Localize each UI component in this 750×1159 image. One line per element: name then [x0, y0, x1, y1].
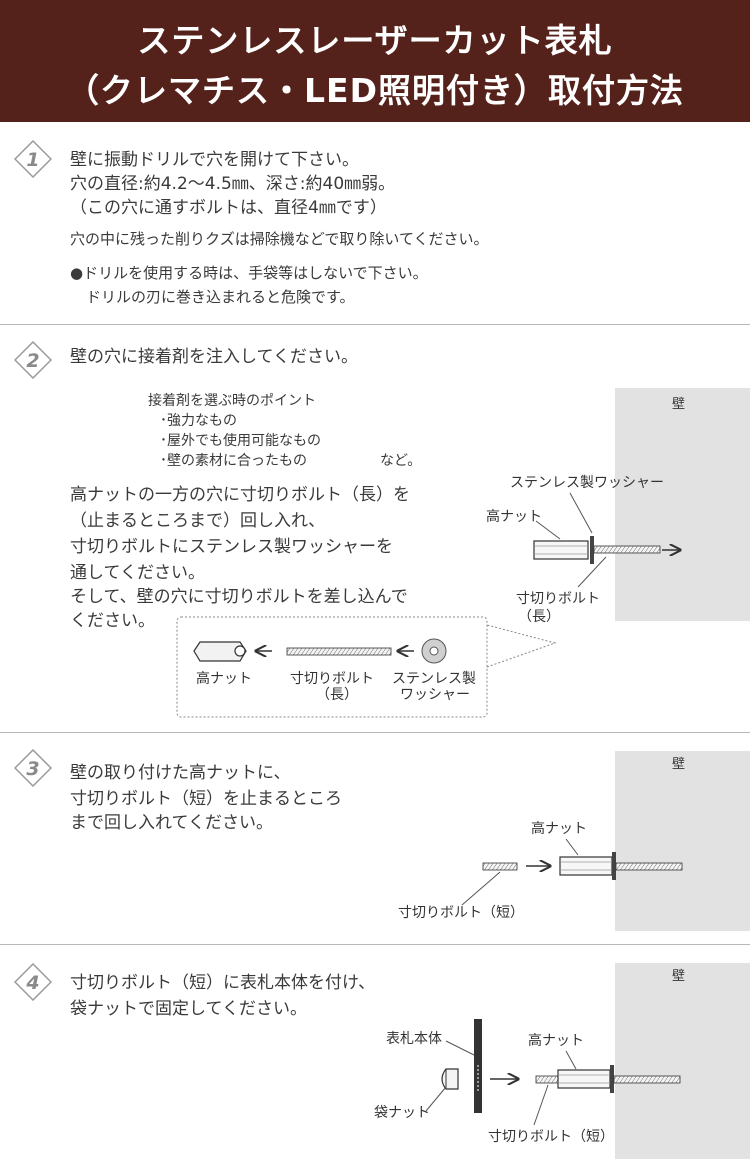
step2-body-3: 寸切りボルトにステンレス製ワッシャーを	[70, 537, 393, 557]
step3-line-3: まで回し入れてください。	[70, 813, 273, 833]
step3-assembly-diagram	[461, 838, 683, 906]
step1-note: 穴の中に残った削りクズは掃除機などで取り除いてください。	[70, 230, 489, 248]
svg-text:4: 4	[25, 972, 39, 994]
page-title-line1: ステンレスレーザーカット表札	[137, 21, 613, 60]
diagram-cap-nut-label: 袋ナット	[374, 1105, 430, 1121]
short-bolt-shape	[535, 1075, 561, 1084]
adhesive-points-title: 接着剤を選ぶ時のポイント	[148, 393, 316, 409]
step4-line-1: 寸切りボルト（短）に表札本体を付け、	[70, 973, 376, 993]
svg-text:3: 3	[26, 758, 39, 780]
washer-shape	[612, 852, 616, 880]
short-bolt-shape	[482, 862, 518, 871]
parts-bolt-shape	[286, 647, 392, 656]
page-header: ステンレスレーザーカット表札 （クレマチス・LED照明付き）取付方法	[0, 0, 750, 122]
parts-nut-label: 高ナット	[196, 671, 252, 687]
diagram-nut-label: 高ナット	[486, 509, 542, 525]
step1-line-1: 壁に振動ドリルで穴を開けて下さい。	[70, 150, 359, 170]
wall-label: 壁	[672, 969, 686, 984]
step2-assembly-diagram	[176, 492, 750, 718]
step-badge-diamond-icon: 2	[14, 341, 52, 379]
diagram-nut-label: 高ナット	[528, 1033, 584, 1049]
step3-line-2: 寸切りボルト（短）を止まるところ	[70, 789, 342, 809]
diagram-bolt-label-1: 寸切りボルト	[516, 591, 600, 607]
high-nut-shape	[557, 1069, 611, 1089]
wall-label: 壁	[672, 397, 686, 412]
step-badge-diamond-icon: 3	[14, 749, 52, 787]
adhesive-point-2: ･屋外でも使用可能なもの	[160, 433, 321, 449]
step4-line-2: 袋ナットで固定してください。	[70, 999, 307, 1019]
step2-body-2: （止まるところまで）回し入れ、	[70, 511, 326, 531]
svg-text:1: 1	[26, 149, 39, 171]
svg-text:2: 2	[26, 350, 39, 372]
step4-assembly-diagram	[425, 1019, 681, 1126]
adhesive-point-1: ･強力なもの	[160, 413, 237, 429]
wall-area	[615, 751, 750, 931]
step-1-section: 1 壁に振動ドリルで穴を開けて下さい。 穴の直径:約4.2～4.5㎜、深さ:約4…	[0, 122, 750, 325]
step-badge-diamond-icon: 1	[14, 140, 52, 178]
wall-area	[615, 388, 750, 621]
step1-warning-1: ●ドリルを使用する時は、手袋等はしないで下さい。	[70, 264, 428, 282]
parts-bolt-label-1: 寸切りボルト	[290, 671, 374, 687]
long-bolt-shape	[615, 862, 683, 871]
parts-nut-shape	[193, 641, 247, 662]
long-bolt-shape	[593, 545, 661, 554]
washer-shape	[610, 1065, 614, 1093]
long-bolt-shape	[613, 1075, 681, 1084]
wall-area	[615, 963, 750, 1159]
page-title-line2: （クレマチス・LED照明付き）取付方法	[66, 71, 684, 110]
step-4-section: 4 寸切りボルト（短）に表札本体を付け、 袋ナットで固定してください。 壁 表札…	[0, 945, 750, 1159]
high-nut-shape	[533, 540, 589, 560]
cap-nut-shape	[441, 1068, 459, 1090]
diagram-nut-label: 高ナット	[531, 821, 587, 837]
step-2-section: 2 壁の穴に接着剤を注入してください。 接着剤を選ぶ時のポイント ･強力なもの …	[0, 325, 750, 733]
parts-bolt-label-2: （長）	[316, 687, 358, 703]
step2-body-4: 通してください。	[70, 563, 205, 583]
step2-lead: 壁の穴に接着剤を注入してください。	[70, 347, 358, 367]
step1-warning-2: ドリルの刃に巻き込まれると危険です。	[86, 288, 355, 306]
diagram-short-bolt-label: 寸切りボルト（短）	[398, 905, 524, 921]
high-nut-shape	[559, 856, 613, 876]
wall-label: 壁	[672, 757, 686, 772]
step-3-section: 3 壁の取り付けた高ナットに、 寸切りボルト（短）を止まるところ まで回し入れて…	[0, 733, 750, 945]
adhesive-points-suffix: など。	[380, 453, 422, 469]
diagram-short-bolt-label: 寸切りボルト（短）	[488, 1129, 614, 1145]
diagram-bolt-label-2: （長）	[518, 609, 560, 625]
step3-line-1: 壁の取り付けた高ナットに、	[70, 763, 291, 783]
step1-line-3: （この穴に通すボルトは、直径4㎜です）	[70, 198, 387, 218]
step1-line-2: 穴の直径:約4.2～4.5㎜、深さ:約40㎜弱。	[70, 174, 396, 194]
diagram-plate-label: 表札本体	[386, 1031, 442, 1047]
parts-washer-label-2: ワッシャー	[400, 687, 470, 703]
diagram-washer-label: ステンレス製ワッシャー	[510, 475, 664, 491]
step2-body-1: 高ナットの一方の穴に寸切りボルト（長）を	[70, 485, 410, 505]
step-badge-diamond-icon: 4	[14, 963, 52, 1001]
adhesive-point-3: ･壁の素材に合ったもの	[160, 453, 307, 469]
washer-shape	[590, 536, 594, 564]
step2-body-6: ください。	[70, 611, 155, 631]
step2-body-5: そして、壁の穴に寸切りボルトを差し込んで	[70, 587, 408, 607]
parts-washer-label-1: ステンレス製	[392, 671, 476, 687]
